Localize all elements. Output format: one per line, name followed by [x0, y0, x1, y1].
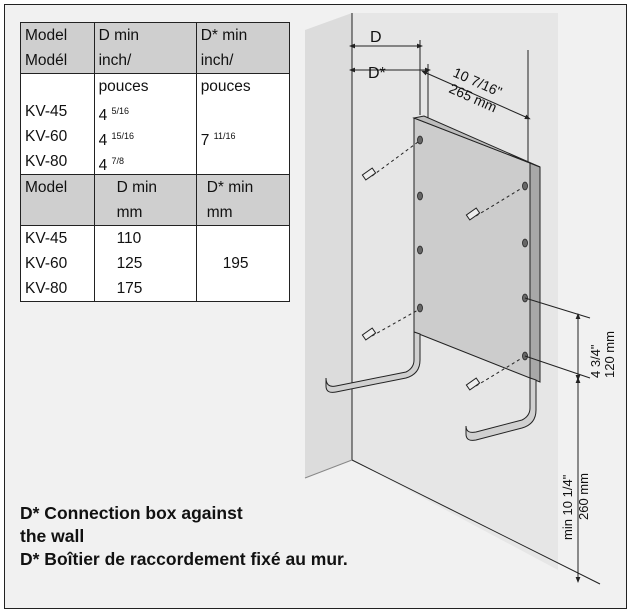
- dmin-kv60: 4 15/16: [98, 131, 135, 149]
- panel-top-edge: [412, 115, 541, 168]
- header-dstar-min: D* min inch/: [195, 22, 291, 74]
- hanger-hooks: [325, 331, 537, 441]
- label-spacing-inch: 4 3/4": [588, 344, 603, 378]
- mm-header-dmin-line2: mm: [116, 204, 143, 221]
- header-dstar-line1: D* min: [200, 27, 248, 44]
- header-dmin-line2: inch/: [98, 52, 132, 69]
- mm-table-header: Model D min mm D* min mm: [20, 174, 291, 226]
- mm-dstar-values: 195: [195, 225, 291, 302]
- mm-table-body: KV-45 KV-60 KV-80 110 125 175 195: [20, 225, 291, 302]
- label-d: D: [370, 29, 382, 46]
- mm-header-dstar-line1: D* min: [206, 179, 254, 196]
- header-model-line2: Modél: [25, 52, 68, 69]
- mm-models: KV-45 KV-60 KV-80: [20, 225, 95, 302]
- note-line2: the wall: [20, 526, 85, 546]
- dmin-kv80: 4 7/8: [98, 156, 125, 174]
- label-height-mm: 260 mm: [576, 473, 591, 520]
- label-spacing-mm: 120 mm: [602, 331, 617, 378]
- header-model-line1: Model: [25, 27, 68, 44]
- inch-models: KV-45 KV-60 KV-80: [20, 73, 95, 175]
- mm-dmin-kv80: 175: [116, 280, 143, 297]
- mounting-holes: [417, 135, 528, 361]
- mm-dmin-values: 110 125 175: [93, 225, 197, 302]
- dstar-inch-value: 7 11/16: [200, 131, 236, 149]
- model-kv80: KV-80: [25, 153, 68, 170]
- connection-box-note: D* Connection box against the wall D* Bo…: [20, 502, 348, 571]
- units-pouces-dstar: pouces: [200, 78, 251, 95]
- wall-side: [305, 13, 352, 478]
- floor-line-left: [304, 459, 353, 479]
- model-kv45: KV-45: [25, 103, 68, 120]
- mm-dstar-value: 195: [222, 255, 249, 272]
- screws: [361, 141, 523, 391]
- note-line1: D* Connection box against: [20, 503, 243, 523]
- note-line3: D* Boîtier de raccordement fixé au mur.: [20, 549, 348, 569]
- label-height-inch: min 10 1/4": [560, 474, 575, 540]
- mm-dmin-kv45: 110: [116, 230, 142, 247]
- mm-header-dstar-line2: mm: [206, 204, 233, 221]
- units-blank: [25, 74, 94, 99]
- model-kv60: KV-60: [25, 128, 68, 145]
- mm-model-kv60: KV-60: [25, 255, 68, 272]
- label-dstar: D*: [368, 65, 386, 82]
- floor-line: [351, 459, 601, 585]
- inch-dstar-values: pouces 7 11/16: [195, 73, 291, 175]
- mm-header-dmin: D min mm: [93, 174, 197, 226]
- width-arrow: [421, 70, 531, 120]
- panel-front: [413, 117, 531, 379]
- inch-dmin-values: pouces 4 5/16 4 15/16 4 7/8: [93, 73, 197, 175]
- mm-dmin-kv60: 125: [116, 255, 143, 272]
- header-dstar-line2: inch/: [200, 52, 234, 69]
- dmin-kv45: 4 5/16: [98, 106, 130, 124]
- mm-header-dmin-line1: D min: [116, 179, 158, 196]
- mm-header-model-text: Model: [25, 179, 68, 196]
- mm-header-model: Model: [20, 174, 95, 226]
- mm-model-kv45: KV-45: [25, 230, 68, 247]
- mm-header-dstar: D* min mm: [195, 174, 291, 226]
- mm-model-kv80: KV-80: [25, 280, 68, 297]
- inch-table-body: KV-45 KV-60 KV-80 pouces 4 5/16 4 15/16 …: [20, 73, 291, 175]
- header-dmin: D min inch/: [93, 22, 197, 74]
- units-pouces-d: pouces: [98, 78, 149, 95]
- header-dmin-line1: D min: [98, 27, 140, 44]
- panel-edge: [529, 162, 541, 383]
